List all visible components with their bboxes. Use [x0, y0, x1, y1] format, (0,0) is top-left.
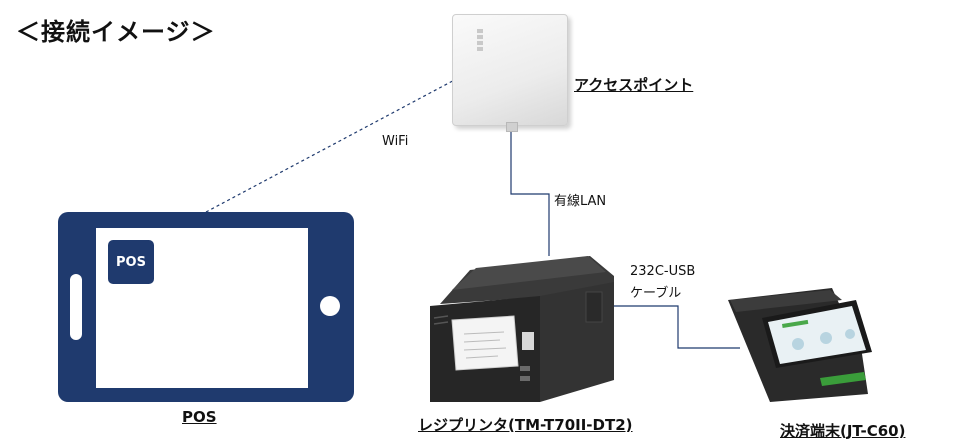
page-title: ＜接続イメージ＞ — [16, 18, 216, 46]
access-point-label: アクセスポイント — [574, 76, 694, 94]
pos-app-tile[interactable]: POS — [108, 240, 154, 284]
tablet-side-bar-icon — [70, 274, 82, 340]
receipt-paper-icon — [451, 315, 519, 371]
access-point-device — [452, 14, 568, 126]
lan-label: 有線LAN — [554, 194, 607, 209]
pos-tablet: POS — [58, 212, 354, 402]
pos-label: POS — [182, 408, 217, 426]
printer-label: レジプリンタ(TM-T70II-DT2) — [418, 416, 633, 434]
ethernet-port-icon — [506, 122, 518, 132]
usb-link — [612, 305, 740, 349]
usb-label-line2: ケーブル — [630, 286, 682, 301]
usb-label-line1: 232C-USB — [630, 264, 696, 279]
tablet-home-button-icon — [320, 296, 340, 316]
lan-link — [510, 130, 550, 256]
wifi-link — [205, 75, 463, 213]
status-led-icon — [477, 29, 483, 51]
wifi-label: WiFi — [382, 134, 409, 149]
tablet-screen: POS — [96, 228, 308, 388]
payment-terminal-label: 決済端末(JT-C60) — [780, 422, 906, 440]
